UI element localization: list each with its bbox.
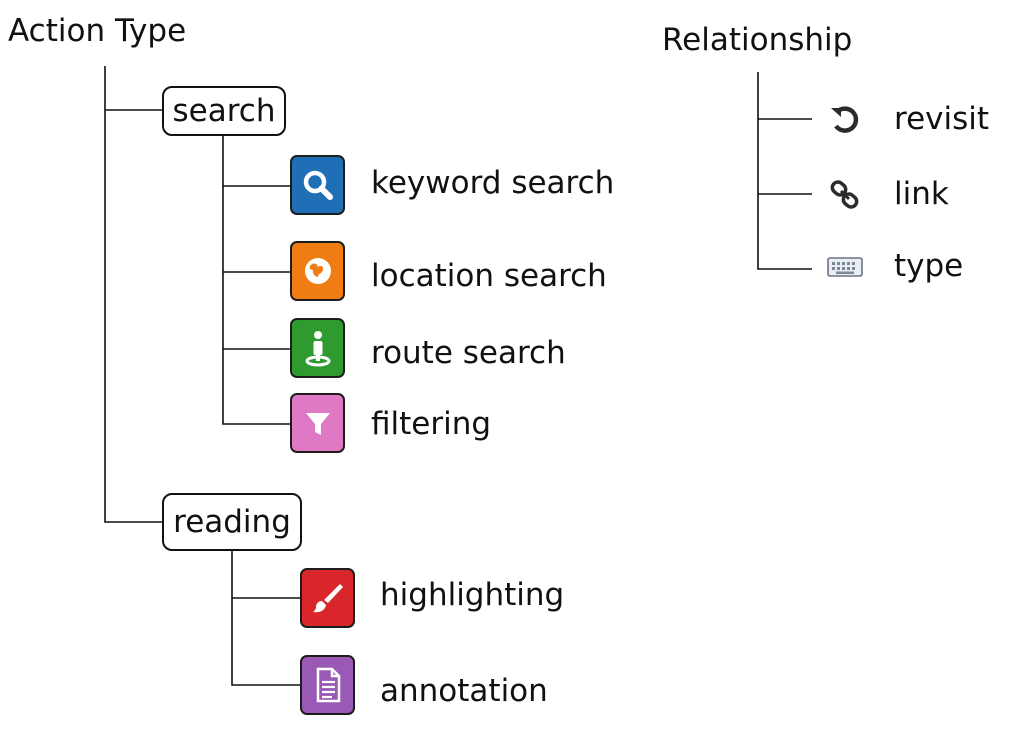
brush-icon bbox=[300, 568, 355, 628]
type-label: type bbox=[894, 248, 964, 284]
keyword-search-label: keyword search bbox=[371, 165, 615, 201]
chain-link-icon bbox=[826, 178, 864, 212]
route-search-label: route search bbox=[371, 335, 566, 371]
category-reading: reading bbox=[162, 493, 302, 551]
magnifier-icon bbox=[290, 155, 345, 215]
annotation-label: annotation bbox=[380, 673, 548, 709]
relationship-title: Relationship bbox=[662, 22, 853, 58]
revisit-label: revisit bbox=[894, 101, 990, 137]
keyboard-icon bbox=[826, 250, 864, 284]
highlighting-label: highlighting bbox=[380, 577, 565, 613]
action-type-title: Action Type bbox=[8, 13, 187, 49]
revisit-arrow-icon bbox=[826, 102, 864, 136]
category-search: search bbox=[162, 86, 286, 136]
person-pin-icon bbox=[290, 318, 345, 378]
document-icon bbox=[300, 655, 355, 715]
location-search-label: location search bbox=[371, 258, 607, 294]
link-label: link bbox=[894, 176, 949, 212]
filtering-label: filtering bbox=[371, 406, 492, 442]
funnel-icon bbox=[290, 393, 345, 453]
globe-icon bbox=[290, 241, 345, 301]
